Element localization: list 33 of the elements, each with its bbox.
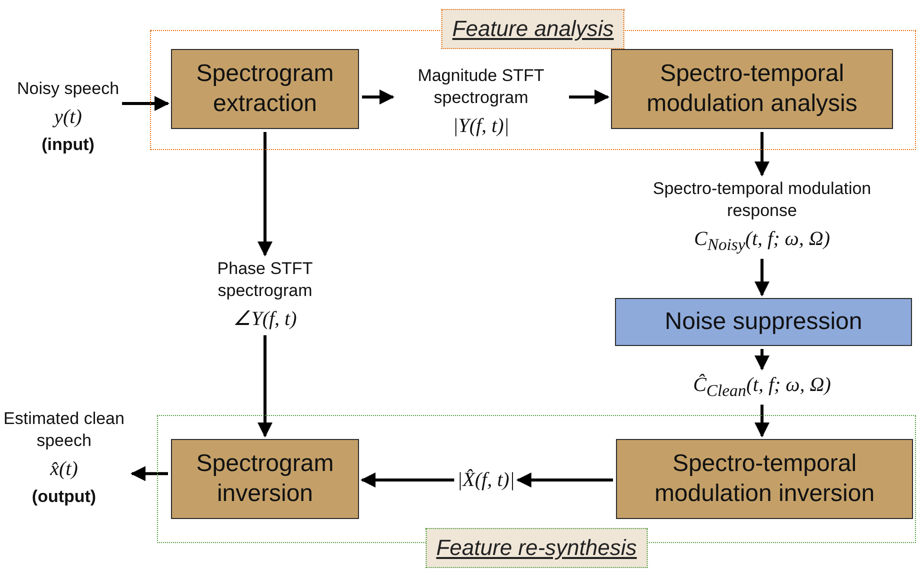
io-label: (input) [42,134,94,156]
arrow [516,472,613,488]
node-label: Magnitude STFT spectrogram [416,65,546,110]
math-expression: x̂(t) [50,457,78,482]
node-label: Estimated clean speech [2,408,126,452]
group-heading: Feature analysis [441,9,625,49]
node-label: Spectro-temporal modulation response [652,178,872,222]
arrow [569,90,610,104]
arrow [122,96,170,111]
arrow [360,472,454,488]
io-label: (output) [32,486,96,508]
arrow [754,132,770,176]
arrow [754,258,770,296]
arrow [754,349,770,370]
arrow [258,132,272,256]
node-label: Noisy speech [16,78,120,100]
math-expression: Ĉ$_{Clean}$(t, f; ω, Ω) [693,372,831,402]
node-label: Phase STFT spectrogram [216,258,314,302]
process-box: Noise suppression [615,298,912,346]
math-expression: y(t) [54,105,82,130]
math-expression: C$_{Noisy}$(t, f; ω, Ω) [694,227,830,256]
arrow [362,90,394,104]
process-box: Spectro-temporal modulation analysis [611,49,893,129]
math-expression: |Y(f, t)| [452,114,510,140]
arrow [754,404,770,438]
process-box: Spectrogram extraction [171,49,359,129]
process-box: Spectrogram inversion [171,439,359,519]
group-heading: Feature re-synthesis [425,528,648,568]
process-box: Spectro-temporal modulation inversion [616,439,913,519]
math-expression: ∠Y(f, t) [233,307,297,332]
math-expression: |X̂(f, t)| [457,468,515,493]
arrow [258,335,272,438]
arrow [130,466,168,482]
